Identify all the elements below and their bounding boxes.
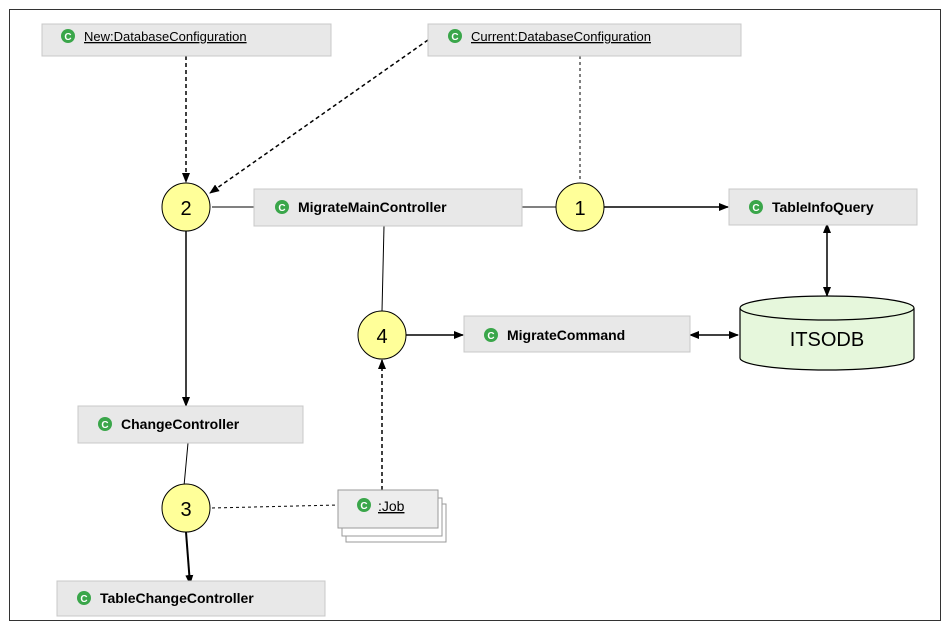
step-circle-3: 3 — [161, 483, 211, 533]
node-label: Current:DatabaseConfiguration — [471, 29, 651, 44]
class-icon: C — [98, 417, 112, 431]
svg-text:C: C — [80, 594, 87, 605]
class-box-new-database-configuration[interactable]: C New:DatabaseConfiguration — [41, 23, 332, 57]
class-icon: C — [448, 29, 462, 43]
svg-text:C: C — [360, 501, 367, 512]
svg-text:C: C — [752, 203, 759, 214]
step-number: 1 — [574, 198, 585, 220]
link-step3-to-job — [211, 504, 339, 509]
diagram-frame — [9, 9, 941, 621]
link-current-config-to-step2 — [209, 39, 429, 194]
class-box-change-controller[interactable]: C ChangeController — [77, 405, 304, 444]
svg-text:C: C — [451, 32, 458, 43]
class-icon: C — [357, 498, 371, 512]
node-label: :Job — [378, 498, 405, 514]
step-number: 2 — [180, 198, 191, 220]
class-icon: C — [749, 200, 763, 214]
node-label: New:DatabaseConfiguration — [84, 29, 247, 44]
database-cylinder-itsodb[interactable]: ITSODB — [739, 295, 915, 371]
svg-text:C: C — [487, 331, 494, 342]
class-icon: C — [484, 328, 498, 342]
svg-text:C: C — [64, 32, 71, 43]
link-step3-to-tablechangecontroller — [185, 531, 194, 585]
step-circle-4: 4 — [357, 310, 407, 360]
node-label: ChangeController — [121, 416, 240, 432]
node-label: TableChangeController — [100, 590, 254, 606]
node-label: MigrateCommand — [507, 327, 625, 343]
link-main-controller-to-step4 — [381, 225, 385, 312]
class-box-table-change-controller[interactable]: C TableChangeController — [56, 580, 326, 617]
class-box-current-database-configuration[interactable]: C Current:DatabaseConfiguration — [427, 23, 742, 57]
step-number: 3 — [180, 499, 191, 521]
svg-text:C: C — [101, 420, 108, 431]
class-box-migrate-main-controller[interactable]: C MigrateMainController — [253, 188, 523, 227]
class-icon: C — [61, 29, 75, 43]
database-label: ITSODB — [790, 329, 864, 351]
node-label: MigrateMainController — [298, 199, 447, 215]
step-circle-1: 1 — [555, 182, 605, 232]
class-box-migrate-command[interactable]: C MigrateCommand — [463, 315, 691, 353]
link-changecontroller-to-step3 — [183, 442, 189, 487]
svg-text:C: C — [278, 203, 285, 214]
class-icon: C — [77, 591, 91, 605]
step-circle-2: 2 — [161, 182, 211, 232]
step-number: 4 — [376, 326, 387, 348]
node-label: TableInfoQuery — [772, 199, 874, 215]
class-box-table-info-query[interactable]: C TableInfoQuery — [728, 188, 918, 226]
object-box-job-stack[interactable]: C :Job — [337, 489, 447, 543]
class-icon: C — [275, 200, 289, 214]
